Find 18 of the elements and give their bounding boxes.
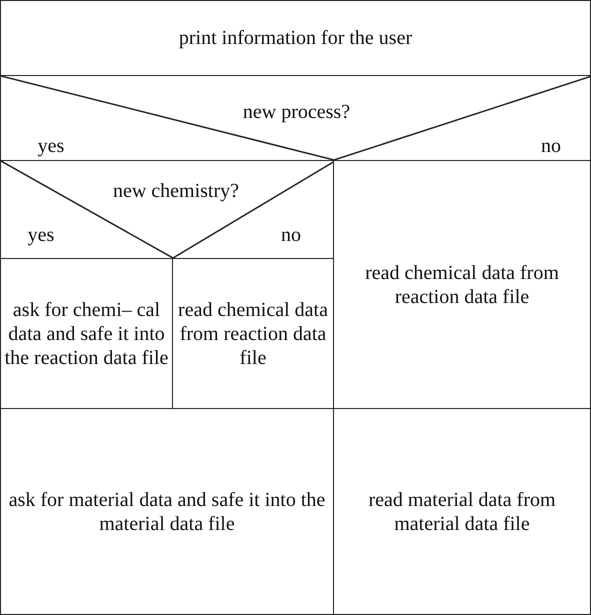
process-block [0, 0, 591, 76]
branch-label: yes [36, 134, 66, 158]
process-text: ask for material data and safe it into the material data file [8, 488, 326, 536]
process-text: read chemical data from reaction data file [364, 260, 560, 308]
process-block [333, 408, 591, 615]
process-text: print information for the user [178, 26, 414, 50]
branch-label: yes [26, 223, 56, 247]
branch-label: no [540, 134, 562, 158]
condition-text: new chemistry? [112, 179, 240, 203]
decision-block [0, 75, 591, 161]
branch-label: no [280, 223, 302, 247]
process-block [0, 408, 334, 615]
decision-block [0, 160, 334, 259]
process-block [333, 160, 591, 409]
process-text: ask for chemi– cal data and safe it into the reaction data file [4, 298, 170, 370]
process-text: read chemical data from reaction data file [177, 298, 329, 370]
condition-text: new process? [242, 100, 352, 124]
process-text: read material data from material data file [367, 488, 557, 536]
